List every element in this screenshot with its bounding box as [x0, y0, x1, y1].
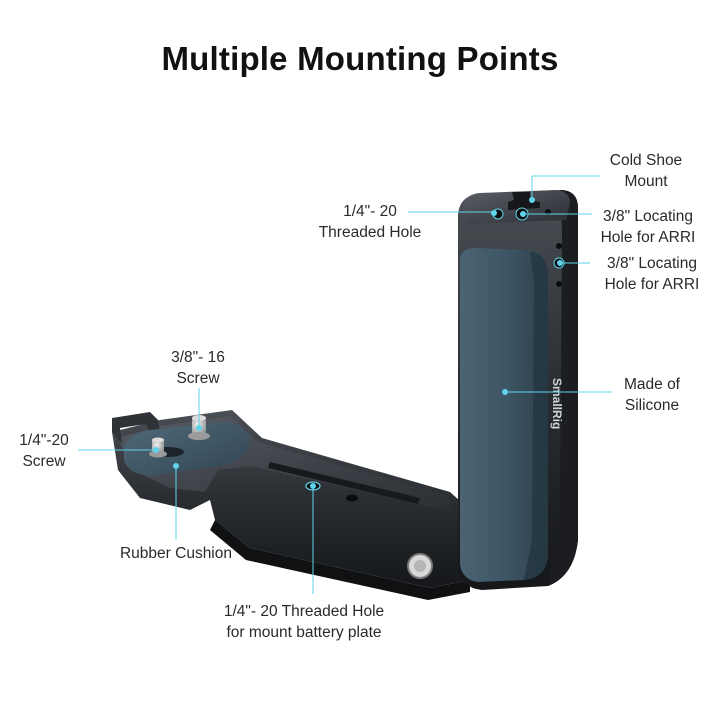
callout-rubber-cushion: Rubber Cushion: [119, 545, 232, 562]
callout-lines: [78, 175, 612, 594]
page-title: Multiple Mounting Points: [161, 40, 559, 77]
vertical-grip: SmallRig: [458, 190, 578, 590]
brand-logo: SmallRig: [550, 378, 564, 429]
base-plate: [112, 410, 470, 600]
